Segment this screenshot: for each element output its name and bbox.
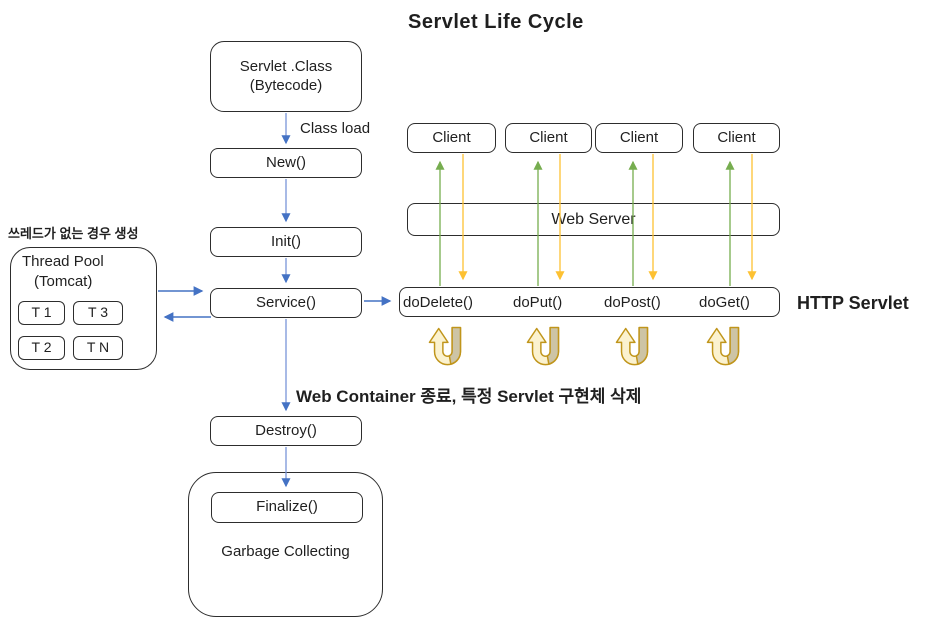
node-init: Init() bbox=[210, 227, 362, 257]
node-client-3: Client bbox=[595, 123, 683, 153]
node-service: Service() bbox=[210, 288, 362, 318]
node-web-server: Web Server bbox=[407, 203, 780, 236]
servlet-class-line2: (Bytecode) bbox=[249, 76, 323, 94]
node-client-4: Client bbox=[693, 123, 780, 153]
node-servlet-class: Servlet .Class (Bytecode) bbox=[210, 41, 362, 112]
label-garbage-collecting: Garbage Collecting bbox=[221, 543, 350, 560]
node-finalize: Finalize() bbox=[211, 492, 363, 523]
label-thread-note: 쓰레드가 없는 경우 생성 bbox=[8, 226, 139, 241]
loop-arrow-icon bbox=[706, 326, 740, 366]
node-destroy: Destroy() bbox=[210, 416, 362, 446]
node-thread-2: T 3 bbox=[73, 301, 123, 325]
label-thread-pool-title: Thread Pool bbox=[22, 253, 104, 270]
servlet-class-line1: Servlet .Class bbox=[239, 57, 333, 75]
page-title: Servlet Life Cycle bbox=[408, 11, 584, 33]
label-http-servlet: HTTP Servlet bbox=[797, 293, 909, 313]
node-thread-3: T 2 bbox=[18, 336, 65, 360]
loop-arrow-icon bbox=[428, 326, 462, 366]
node-thread-1: T 1 bbox=[18, 301, 65, 325]
label-method-doget: doGet() bbox=[699, 294, 750, 311]
node-new: New() bbox=[210, 148, 362, 178]
node-client-1: Client bbox=[407, 123, 496, 153]
loop-arrow-icon bbox=[526, 326, 560, 366]
label-class-load: Class load bbox=[300, 120, 371, 137]
node-thread-4: T N bbox=[73, 336, 123, 360]
label-thread-pool-subtitle: (Tomcat) bbox=[34, 273, 93, 290]
node-client-2: Client bbox=[505, 123, 592, 153]
label-method-doput: doPut() bbox=[513, 294, 563, 311]
label-method-dopost: doPost() bbox=[604, 294, 661, 311]
node-http-servlet: doDelete() doPut() doPost() doGet() bbox=[399, 287, 780, 317]
loop-arrow-icon bbox=[615, 326, 649, 366]
label-destroy-note: Web Container 종료, 특정 Servlet 구현체 삭제 bbox=[296, 387, 642, 406]
label-method-dodelete: doDelete() bbox=[403, 294, 474, 311]
